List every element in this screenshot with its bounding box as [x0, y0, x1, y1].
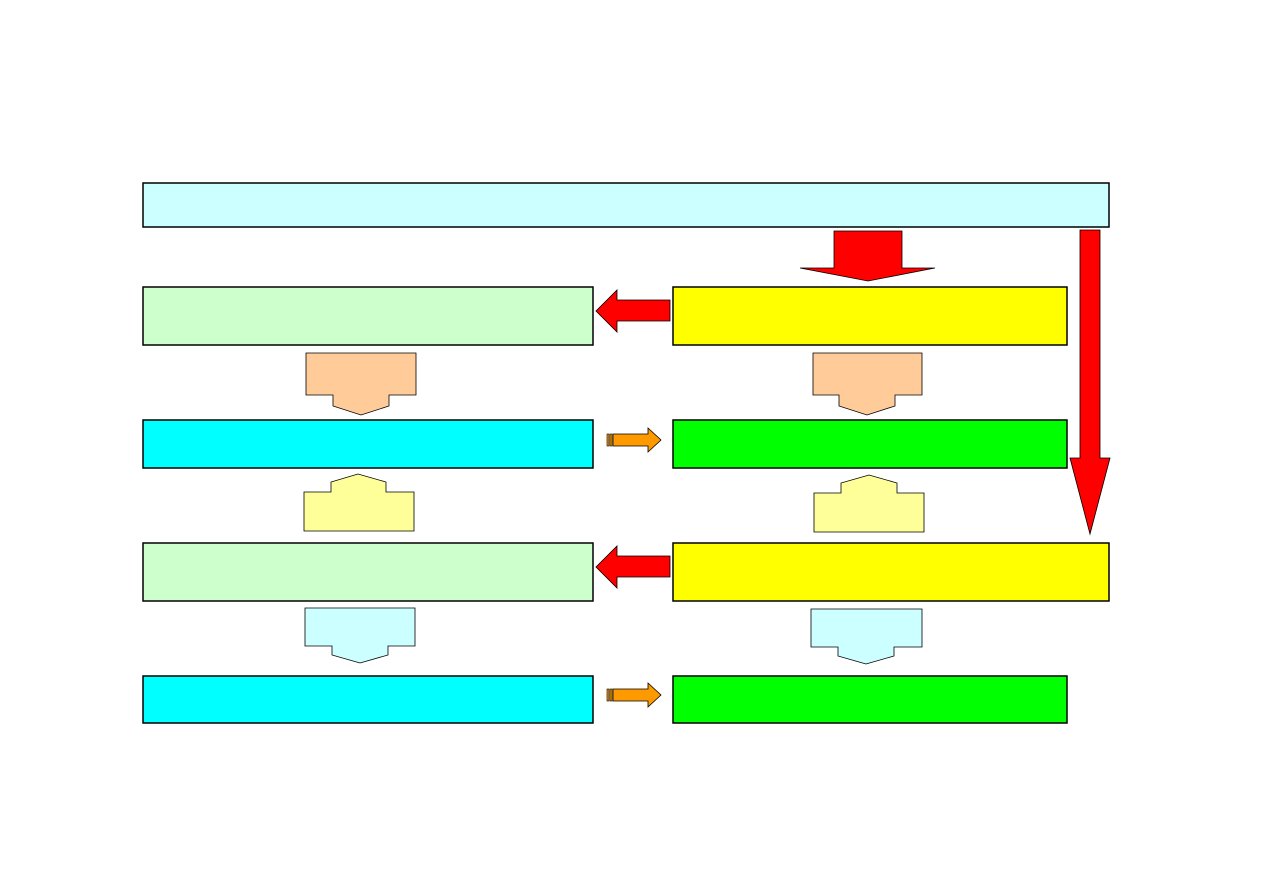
left-row4-box	[142, 675, 594, 724]
right-row2-box	[672, 419, 1068, 469]
left-row3-box	[142, 542, 594, 602]
red-left-arrow-row1-icon	[595, 289, 671, 333]
peach-down-arrow-left-icon	[305, 352, 417, 416]
red-long-down-arrow-icon	[1069, 229, 1111, 536]
pale-cyan-down-arrow-right-icon	[810, 608, 923, 665]
pale-yellow-up-arrow-right-icon	[813, 474, 925, 533]
red-left-arrow-row3-icon	[595, 545, 671, 589]
pale-yellow-up-arrow-left-icon	[303, 473, 415, 532]
header-box	[142, 182, 1110, 228]
right-row4-box	[672, 675, 1068, 724]
left-row2-box	[142, 419, 594, 469]
right-row1-box	[672, 286, 1068, 346]
pale-cyan-down-arrow-left-icon	[304, 607, 416, 664]
orange-right-arrow-row4-icon	[606, 682, 662, 708]
right-row3-box	[672, 542, 1110, 602]
red-down-arrow-icon	[799, 230, 936, 282]
left-row1-box	[142, 286, 594, 346]
peach-down-arrow-right-icon	[812, 352, 923, 416]
orange-right-arrow-row2-icon	[606, 427, 662, 453]
